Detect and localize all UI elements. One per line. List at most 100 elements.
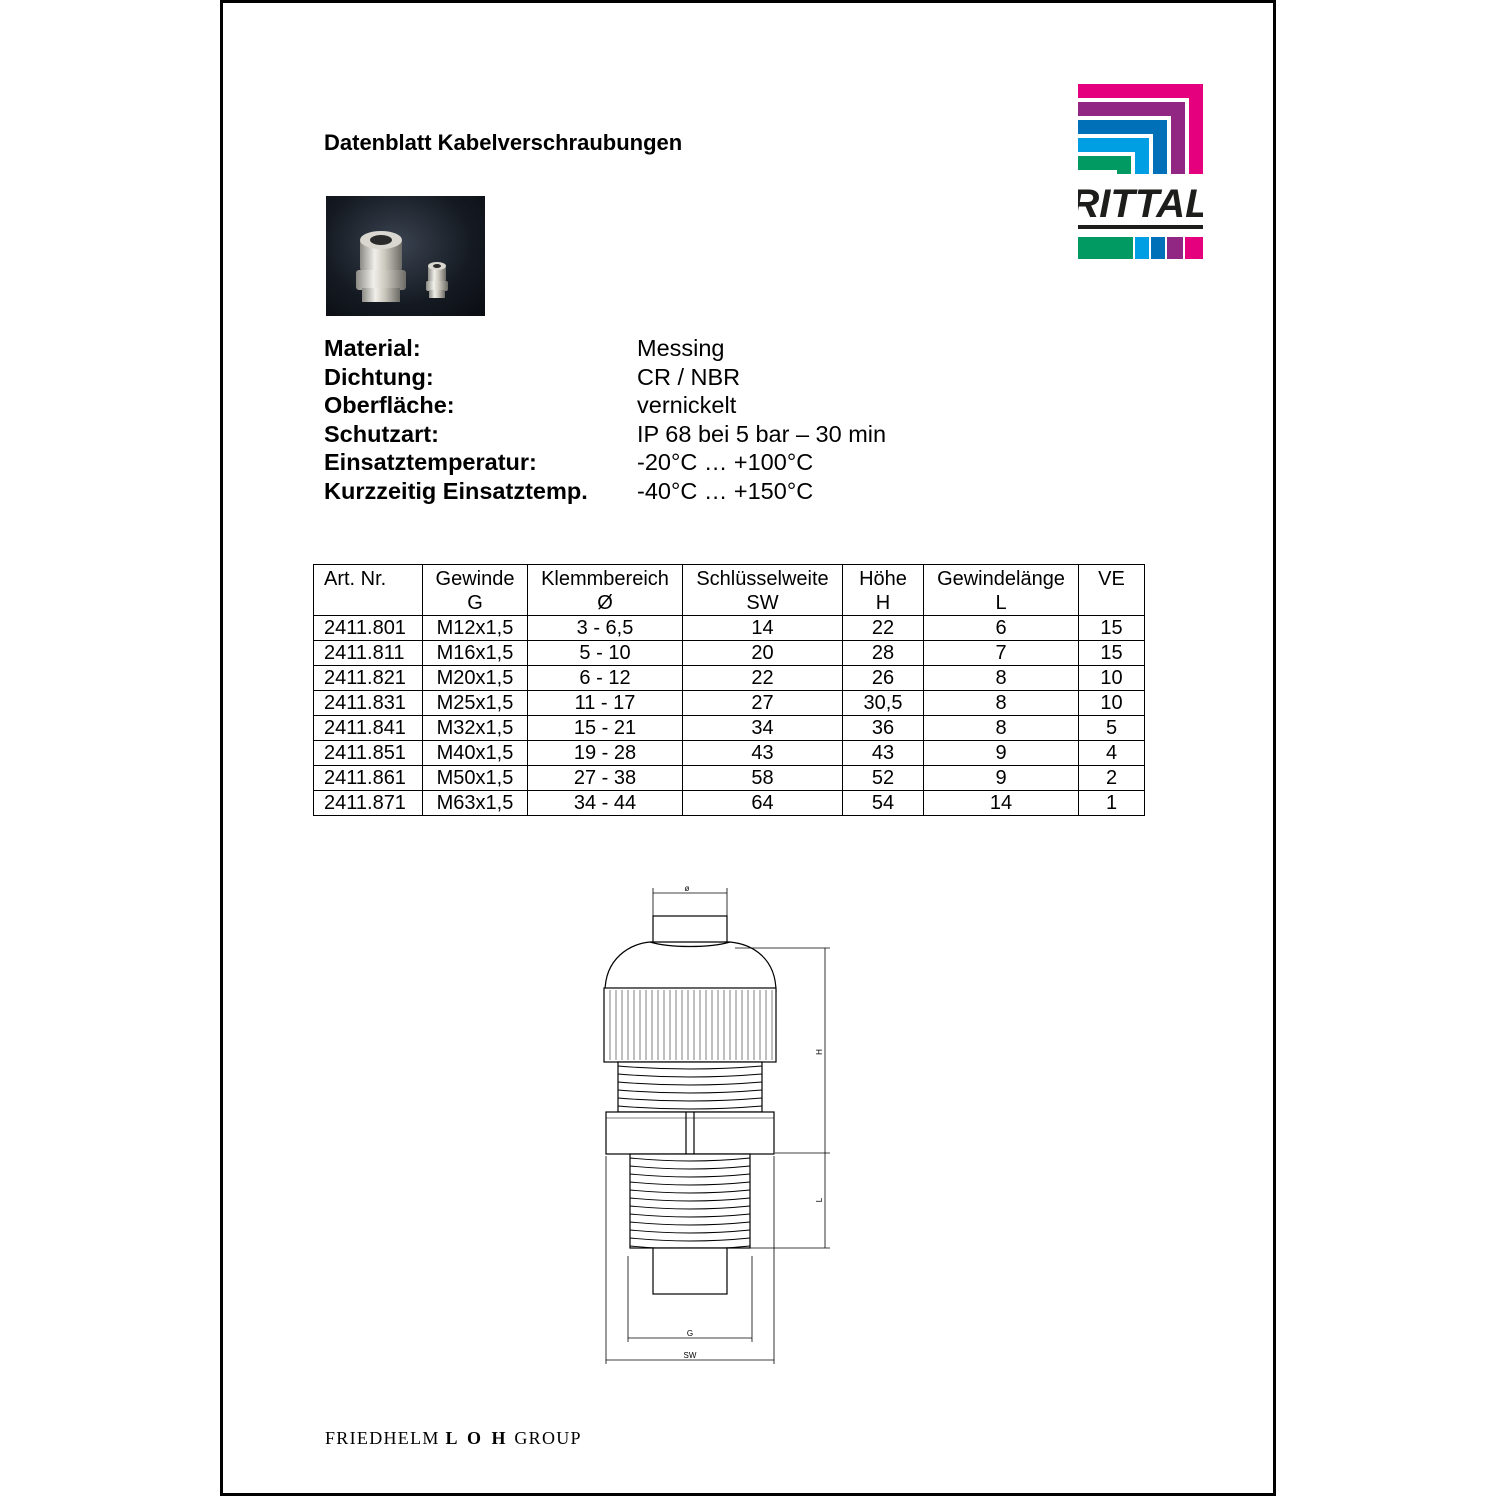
table-cell: 7	[923, 640, 1079, 666]
table-cell: 36	[842, 715, 924, 741]
table-cell: 2411.811	[313, 640, 423, 666]
table-cell: 2411.821	[313, 665, 423, 691]
property-value: vernickelt	[637, 392, 737, 418]
table-cell: 6 - 12	[527, 665, 683, 691]
table-cell: 15	[1078, 615, 1145, 641]
footer-part3: GROUP	[514, 1428, 582, 1448]
table-cell: 64	[682, 790, 843, 816]
property-row: Dichtung:CR / NBR	[324, 363, 886, 392]
logo-base-block	[1078, 237, 1133, 259]
table-cell: 30,5	[842, 690, 924, 716]
logo-base-block	[1135, 237, 1149, 259]
table-cell: 11 - 17	[527, 690, 683, 716]
table-cell: 52	[842, 765, 924, 791]
table-cell: 19 - 28	[527, 740, 683, 766]
table-cell: 8	[923, 690, 1079, 716]
table-cell: 5	[1078, 715, 1145, 741]
property-label: Material:	[324, 335, 421, 361]
dim-label-diameter: ø	[685, 884, 690, 893]
table-cell: M25x1,5	[422, 690, 528, 716]
property-row: Einsatztemperatur:-20°C … +100°C	[324, 448, 886, 477]
property-value: Messing	[637, 335, 725, 361]
rittal-logo-graphic: RITTAL	[1070, 84, 1210, 259]
property-label: Einsatztemperatur:	[324, 449, 537, 475]
table-cell: 34 - 44	[527, 790, 683, 816]
header-line1: Gewinde	[435, 568, 515, 590]
logo-base-block	[1167, 237, 1183, 259]
product-photo	[326, 196, 485, 316]
footer-part1: FRIEDHELM	[325, 1428, 440, 1448]
table-cell: 2411.851	[313, 740, 423, 766]
property-row: Kurzzeitig Einsatztemp.-40°C … +150°C	[324, 477, 886, 506]
rittal-logo: RITTAL	[1070, 84, 1210, 259]
logo-band	[1078, 120, 1167, 174]
header-line1: Schlüsselweite	[696, 568, 829, 590]
table-cell: 10	[1078, 690, 1145, 716]
header-line2: Ø	[597, 592, 613, 614]
table-cell: 54	[842, 790, 924, 816]
property-label: Kurzzeitig Einsatztemp.	[324, 477, 588, 504]
table-cell: 8	[923, 665, 1079, 691]
logo-band	[1078, 102, 1185, 174]
table-cell: 22	[842, 615, 924, 641]
logo-wordmark: RITTAL	[1078, 182, 1203, 226]
table-cell: M50x1,5	[422, 765, 528, 791]
logo-text-band	[1078, 184, 1203, 222]
header-line1: Klemmbereich	[541, 568, 669, 590]
header-line1: VE	[1098, 568, 1125, 590]
table-cell: 10	[1078, 665, 1145, 691]
footer-part2: L O H	[445, 1428, 509, 1448]
page-title: Datenblatt Kabelverschraubungen	[324, 130, 683, 155]
dim-label-length: L	[815, 1197, 824, 1202]
header-line1: Gewindelänge	[937, 568, 1065, 590]
header-line2: G	[467, 592, 483, 614]
footer-group-name: FRIEDHELM L O H GROUP	[325, 1428, 582, 1449]
table-cell: 6	[923, 615, 1079, 641]
table-cell: 9	[923, 765, 1079, 791]
table-cell: 3 - 6,5	[527, 615, 683, 641]
logo-base-block	[1185, 237, 1203, 259]
table-cell: 58	[682, 765, 843, 791]
header-line2: L	[995, 592, 1007, 614]
table-cell: 2411.861	[313, 765, 423, 791]
property-label: Schutzart:	[324, 420, 439, 447]
property-label: Oberfläche:	[324, 392, 455, 418]
table-cell: 2411.801	[313, 615, 423, 641]
table-cell: 2411.831	[313, 690, 423, 716]
table-cell: 27 - 38	[527, 765, 683, 791]
table-cell: 26	[842, 665, 924, 691]
header-line2: SW	[746, 592, 779, 614]
table-cell: M32x1,5	[422, 715, 528, 741]
table-cell: M40x1,5	[422, 740, 528, 766]
header-line1: Höhe	[859, 568, 907, 590]
property-label: Dichtung:	[324, 363, 434, 390]
table-cell: 5 - 10	[527, 640, 683, 666]
header-line1: Art. Nr.	[324, 568, 387, 590]
table-cell: 8	[923, 715, 1079, 741]
property-row: Material: Messing	[324, 334, 886, 363]
table-cell: 9	[923, 740, 1079, 766]
table-cell: 20	[682, 640, 843, 666]
dim-label-height: H	[815, 1049, 824, 1055]
header-line2: H	[875, 592, 891, 614]
table-cell: 14	[923, 790, 1079, 816]
logo-rule	[1078, 225, 1203, 229]
logo-band	[1078, 84, 1203, 174]
logo-band	[1078, 138, 1149, 174]
table-cell: M12x1,5	[422, 615, 528, 641]
table-cell: 34	[682, 715, 843, 741]
table-header-cell: Art. Nr.	[313, 564, 423, 616]
table-cell: 14	[682, 615, 843, 641]
